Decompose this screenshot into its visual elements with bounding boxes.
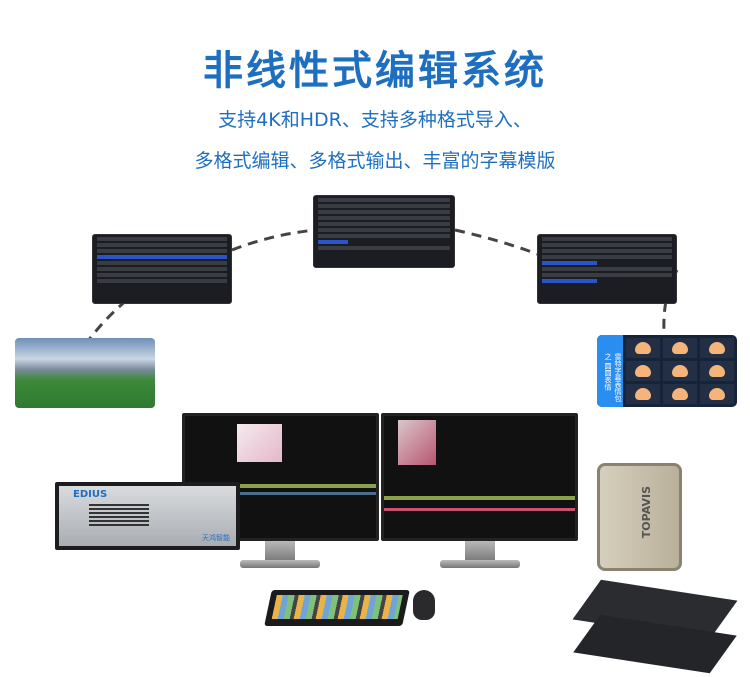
emoji-template-panel: 雷特字幕表情包之 圆圆表情 xyxy=(597,335,737,407)
editing-keyboard xyxy=(264,590,410,626)
server-badge: 天鸿智能 xyxy=(202,534,230,542)
subtitle-line-2: 多格式编辑、多格式输出、丰富的字幕模版 xyxy=(194,150,556,172)
topavis-logo: TOPAVIS xyxy=(640,486,653,539)
page-title: 非线性式编辑系统 xyxy=(203,48,547,94)
topavis-workstation: TOPAVIS xyxy=(597,463,682,571)
monitor-stand-left xyxy=(265,540,295,562)
subtitle-line-1: 支持4K和HDR、支持多种格式导入、 xyxy=(218,109,532,131)
stadium-image xyxy=(15,338,155,408)
edius-server: EDIUS 天鸿智能 xyxy=(55,482,240,550)
screenshot-format-list xyxy=(313,195,455,268)
monitor-base-right xyxy=(440,560,520,568)
monitor-left xyxy=(182,413,379,541)
screenshot-export-settings xyxy=(537,234,677,304)
monitor-base-left xyxy=(240,560,320,568)
monitor-stand-right xyxy=(465,540,495,562)
emoji-sidebar: 雷特字幕表情包之 圆圆表情 xyxy=(597,335,623,407)
screenshot-file-list xyxy=(92,234,232,304)
edius-logo: EDIUS xyxy=(73,489,108,500)
mouse xyxy=(413,590,435,620)
monitor-right xyxy=(381,413,578,541)
